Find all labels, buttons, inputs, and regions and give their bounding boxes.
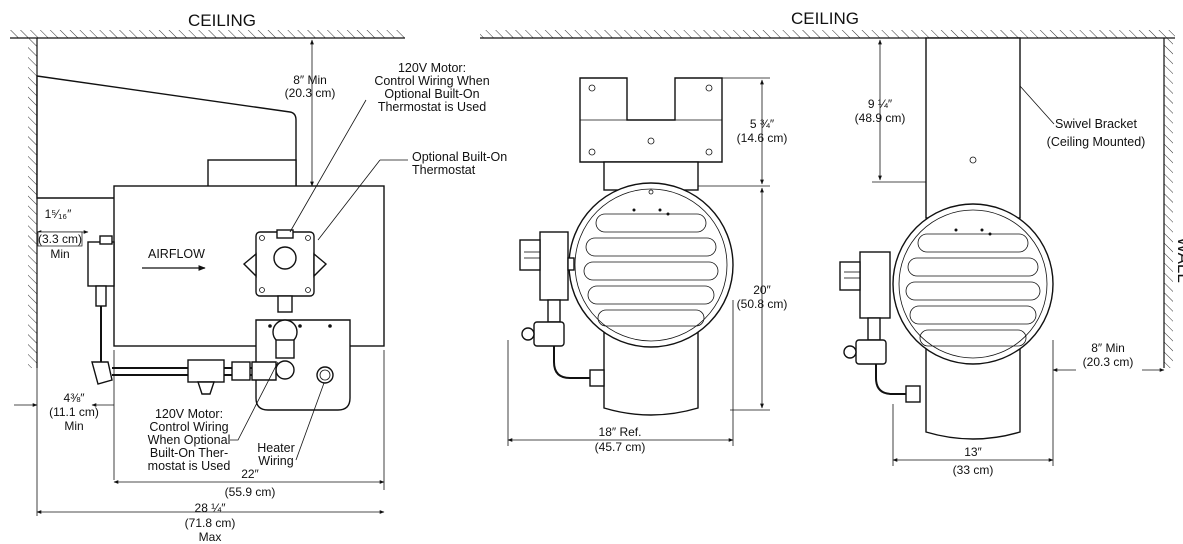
- ceiling-hatch-right: [480, 30, 1175, 38]
- dim-height-20-1: 20″: [753, 283, 771, 297]
- wall-hatch-right: [1164, 38, 1173, 368]
- svg-text:Thermostat is Used: Thermostat is Used: [378, 100, 486, 114]
- airflow-label: AIRFLOW: [148, 247, 205, 261]
- dim-width-13-2: (33 cm): [953, 463, 994, 477]
- dim-bracket-h-1: 5 ¾″: [750, 117, 775, 131]
- dim-wall-gap-1: 1⁵⁄₁₆″: [45, 207, 73, 221]
- dim-right-gap-1: 8″ Min: [1091, 341, 1125, 355]
- dim-height-20-2: (50.8 cm): [737, 297, 788, 311]
- label-heater-wiring: Heater Wiring: [257, 441, 295, 468]
- svg-text:120V Motor:: 120V Motor:: [155, 407, 223, 421]
- grille-front: [568, 182, 734, 348]
- svg-text:Control Wiring: Control Wiring: [149, 420, 228, 434]
- front-view: 5 ¾″ (14.6 cm) 20″ (50.8 cm) 18″ Ref. (4…: [507, 77, 788, 454]
- dim-width-28-1: 28 ¼″: [195, 501, 227, 515]
- ceiling-label-right: CEILING: [791, 9, 859, 28]
- dim-ref-18-2: (45.7 cm): [595, 440, 646, 454]
- svg-text:When Optional: When Optional: [148, 433, 231, 447]
- svg-text:Optional Built-On: Optional Built-On: [412, 150, 507, 164]
- dim-width-22-2: (55.9 cm): [225, 485, 276, 499]
- svg-text:Optional Built-On: Optional Built-On: [384, 87, 479, 101]
- dim-wall-gap-3: Min: [50, 247, 69, 261]
- dim-width-28-3: Max: [199, 530, 222, 544]
- svg-text:Wiring: Wiring: [258, 454, 293, 468]
- svg-text:(Ceiling Mounted): (Ceiling Mounted): [1047, 135, 1146, 149]
- dim-right-gap-2: (20.3 cm): [1083, 355, 1134, 369]
- side-view: CEILING AIRFLOW: [10, 11, 507, 544]
- motor-knob: [273, 246, 297, 270]
- dim-side-gap-2: (11.1 cm): [49, 405, 99, 419]
- label-swivel: Swivel Bracket (Ceiling Mounted): [1047, 117, 1146, 149]
- svg-text:Thermostat: Thermostat: [412, 163, 476, 177]
- svg-text:Control Wiring When: Control Wiring When: [374, 74, 489, 88]
- junction-box-left: [87, 241, 115, 287]
- svg-text:Built-On Ther-: Built-On Ther-: [150, 446, 228, 460]
- label-motor-top: 120V Motor: Control Wiring When Optional…: [374, 61, 489, 114]
- wall-label: WALL: [1174, 237, 1183, 283]
- dim-wall-gap-2: (3.3 cm): [38, 232, 82, 246]
- dim-width-13-1: 13″: [964, 445, 982, 459]
- dim-top-clear-1: 8″ Min: [293, 73, 327, 87]
- ceiling-hatch-left: [10, 30, 405, 38]
- wall-hatch-left: [28, 38, 37, 368]
- dim-ref-18-1: 18″ Ref.: [599, 425, 642, 439]
- ceiling-label-left: CEILING: [188, 11, 256, 30]
- mounted-view: WALL 9 ¼″ (48.9 cm) Swivel: [839, 37, 1183, 477]
- svg-text:120V Motor:: 120V Motor:: [398, 61, 466, 75]
- dim-width-28-2: (71.8 cm): [185, 516, 236, 530]
- svg-text:Heater: Heater: [257, 441, 295, 455]
- dim-mount-h-2: (48.9 cm): [855, 111, 906, 125]
- dim-width-22-1: 22″: [241, 467, 259, 481]
- dim-side-gap-1: 4⅜″: [64, 391, 86, 405]
- svg-text:mostat is Used: mostat is Used: [148, 459, 231, 473]
- junction-box-mounted: [859, 251, 891, 319]
- dim-side-gap-3: Min: [64, 419, 83, 433]
- dim-bracket-h-2: (14.6 cm): [737, 131, 788, 145]
- dim-top-clear-2: (20.3 cm): [285, 86, 336, 100]
- dim-mount-h-1: 9 ¼″: [868, 97, 893, 111]
- grille-mounted: [892, 203, 1054, 365]
- swivel-column: [925, 37, 1021, 219]
- label-thermostat: Optional Built-On Thermostat: [412, 150, 507, 177]
- junction-box-front: [539, 231, 569, 301]
- svg-text:Swivel Bracket: Swivel Bracket: [1055, 117, 1137, 131]
- label-motor-bottom: 120V Motor: Control Wiring When Optional…: [148, 407, 231, 473]
